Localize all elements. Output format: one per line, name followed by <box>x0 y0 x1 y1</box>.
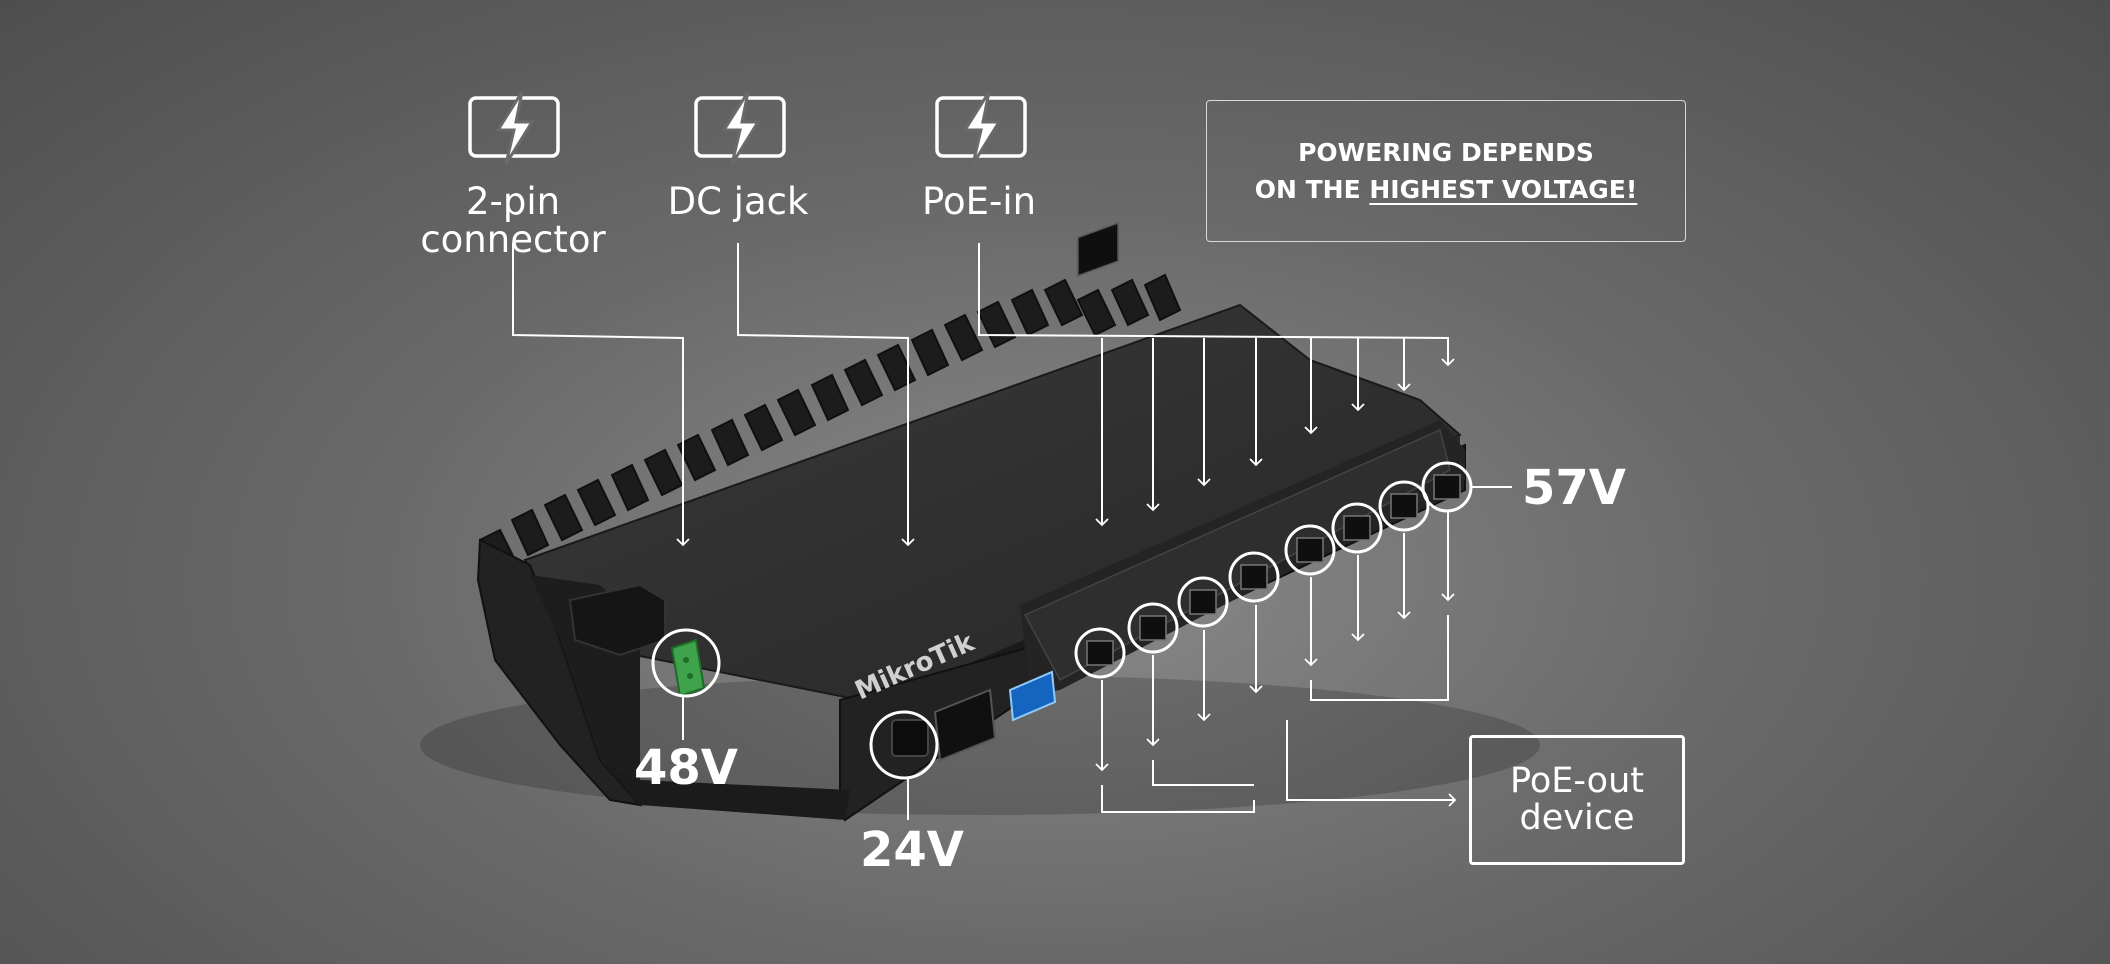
heat-sink-fins <box>478 273 1182 572</box>
voltage-dc-jack: 24V <box>860 822 964 878</box>
note-line2: ON THE HIGHEST VOLTAGE! <box>1255 171 1638 208</box>
note-highlight: HIGHEST VOLTAGE! <box>1369 175 1638 204</box>
label-dc-jack: DC jack <box>638 183 838 221</box>
power-input-icon <box>694 91 786 165</box>
dc-jack-port <box>891 719 929 757</box>
poe-out-line1: PoE-out <box>1510 761 1644 801</box>
voltage-two-pin: 48V <box>634 740 738 796</box>
poe-out-line2: device <box>1519 798 1635 838</box>
power-input-icon <box>468 91 560 165</box>
label-dc-jack-line1: DC jack <box>667 180 809 223</box>
note-line2-prefix: ON THE <box>1254 175 1370 204</box>
note-line1: POWERING DEPENDS <box>1298 138 1594 167</box>
ethernet-port-jacks <box>1086 474 1461 666</box>
label-two-pin-line1: 2-pin <box>465 180 561 223</box>
label-two-pin-line2: connector <box>420 218 606 261</box>
label-poe-in: PoE-in <box>879 183 1079 221</box>
two-pin-connector <box>670 638 706 698</box>
usb-port <box>1008 670 1057 722</box>
power-input-icon <box>935 91 1027 165</box>
note-box: POWERING DEPENDS ON THE HIGHEST VOLTAGE! <box>1206 100 1686 242</box>
ethernet-ports <box>1077 222 1119 277</box>
connector-lines <box>512 243 1512 820</box>
poe-out-device-box: PoE-out device <box>1469 735 1685 865</box>
label-two-pin-connector: 2-pin connector <box>413 183 613 259</box>
voltage-poe-in: 57V <box>1522 460 1626 516</box>
port-highlight-circles <box>651 461 1473 780</box>
label-poe-in-line1: PoE-in <box>921 180 1037 223</box>
